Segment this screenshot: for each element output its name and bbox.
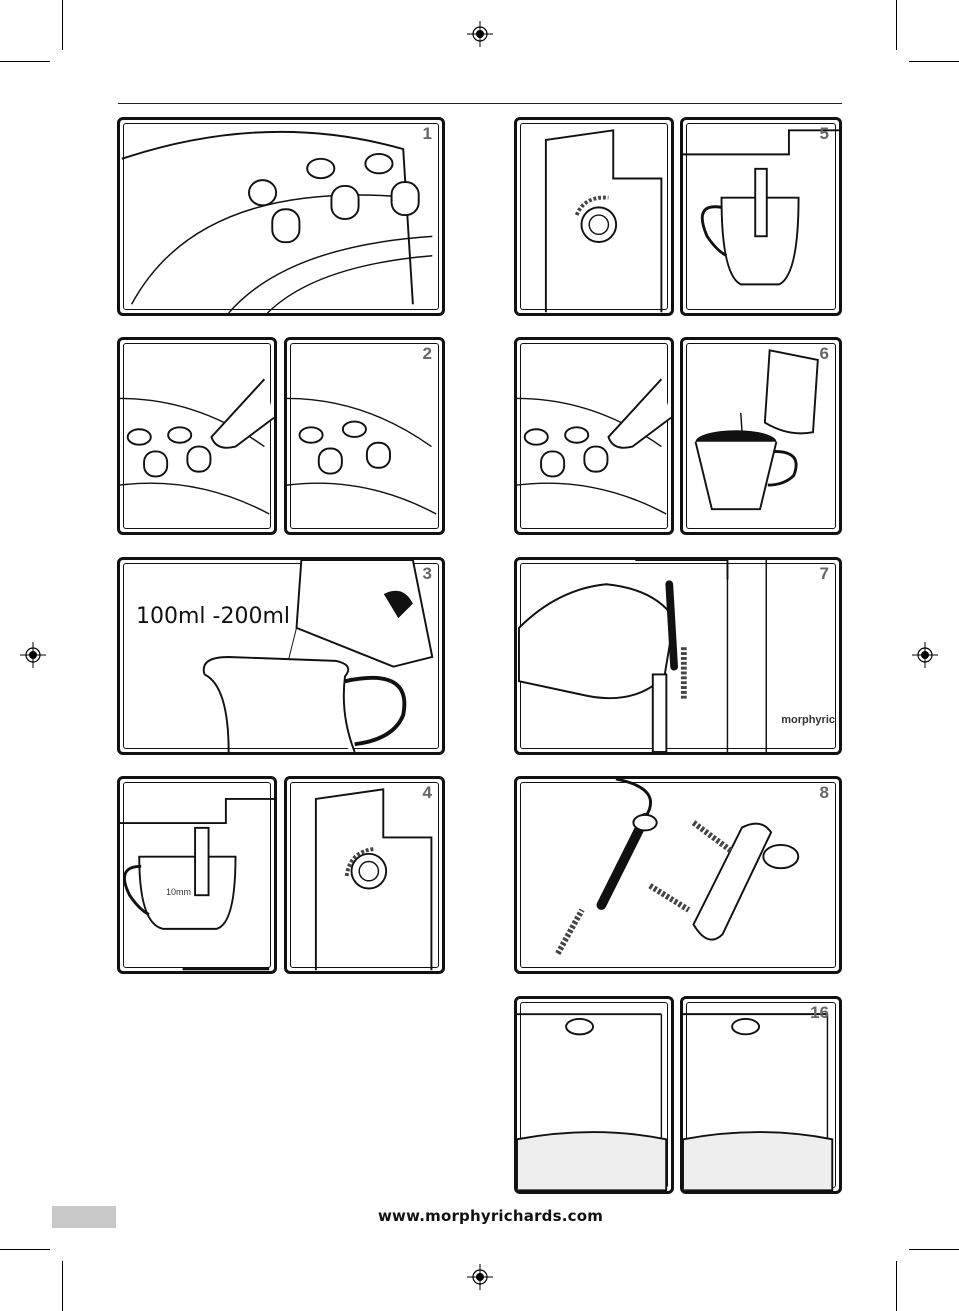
step-5a-panel <box>514 117 674 316</box>
step-5b-panel: 5 <box>680 117 842 316</box>
crop-mark <box>909 1249 959 1250</box>
registration-mark-icon <box>20 642 46 668</box>
step-6b-panel: 6 <box>680 337 842 535</box>
page-tab <box>52 1206 116 1228</box>
step-16b-panel: 16 <box>680 996 842 1194</box>
jug-under-steam-wand-illustration <box>683 120 839 313</box>
header-rule <box>118 103 842 104</box>
crop-mark <box>896 0 897 50</box>
step-number: 16 <box>810 1003 829 1023</box>
fill-jug-illustration <box>120 560 442 752</box>
buttons-illustration <box>287 340 442 532</box>
step-8-panel: 8 <box>514 776 842 974</box>
control-buttons-illustration <box>120 120 442 313</box>
press-button-illustration <box>120 340 274 532</box>
press-button-illustration <box>517 340 671 532</box>
footer-url: www.morphyrichards.com <box>378 1207 603 1225</box>
step-number: 3 <box>423 564 432 584</box>
step-number: 4 <box>423 783 432 803</box>
drip-tray-illustration <box>683 999 839 1191</box>
crop-mark <box>0 1249 50 1250</box>
pour-milk-into-cup-illustration <box>683 340 839 532</box>
step-6a-panel <box>514 337 674 535</box>
step-number: 7 <box>820 564 829 584</box>
step-number: 8 <box>820 783 829 803</box>
step-4b-panel: 4 <box>284 776 445 974</box>
step-7-panel: morphyric 7 <box>514 557 842 755</box>
step-number: 5 <box>820 124 829 144</box>
brand-logo-partial: morphyric <box>781 714 835 726</box>
depth-label: 10mm <box>166 887 191 897</box>
volume-label: 100ml -200ml <box>136 604 290 629</box>
crop-mark <box>896 1261 897 1311</box>
step-number: 6 <box>820 344 829 364</box>
crop-mark <box>0 61 50 62</box>
step-4a-panel: 10mm <box>117 776 277 974</box>
step-2b-panel: 2 <box>284 337 445 535</box>
step-number: 2 <box>423 344 432 364</box>
registration-mark-icon <box>467 21 493 47</box>
step-16a-panel <box>514 996 674 1194</box>
remove-frothing-sleeve-illustration <box>517 779 839 971</box>
steam-dial-illustration <box>517 120 671 313</box>
crop-mark <box>62 0 63 50</box>
step-number: 1 <box>423 124 432 144</box>
jug-with-wand-depth-illustration <box>120 779 274 971</box>
step-3-panel: 100ml -200ml 3 <box>117 557 445 755</box>
crop-mark <box>909 61 959 62</box>
drip-tray-illustration <box>517 999 671 1191</box>
registration-mark-icon <box>912 642 938 668</box>
step-1-panel: 1 <box>117 117 445 316</box>
registration-mark-icon <box>467 1264 493 1290</box>
step-2a-panel <box>117 337 277 535</box>
crop-mark <box>62 1261 63 1311</box>
steam-dial-illustration <box>287 779 442 971</box>
